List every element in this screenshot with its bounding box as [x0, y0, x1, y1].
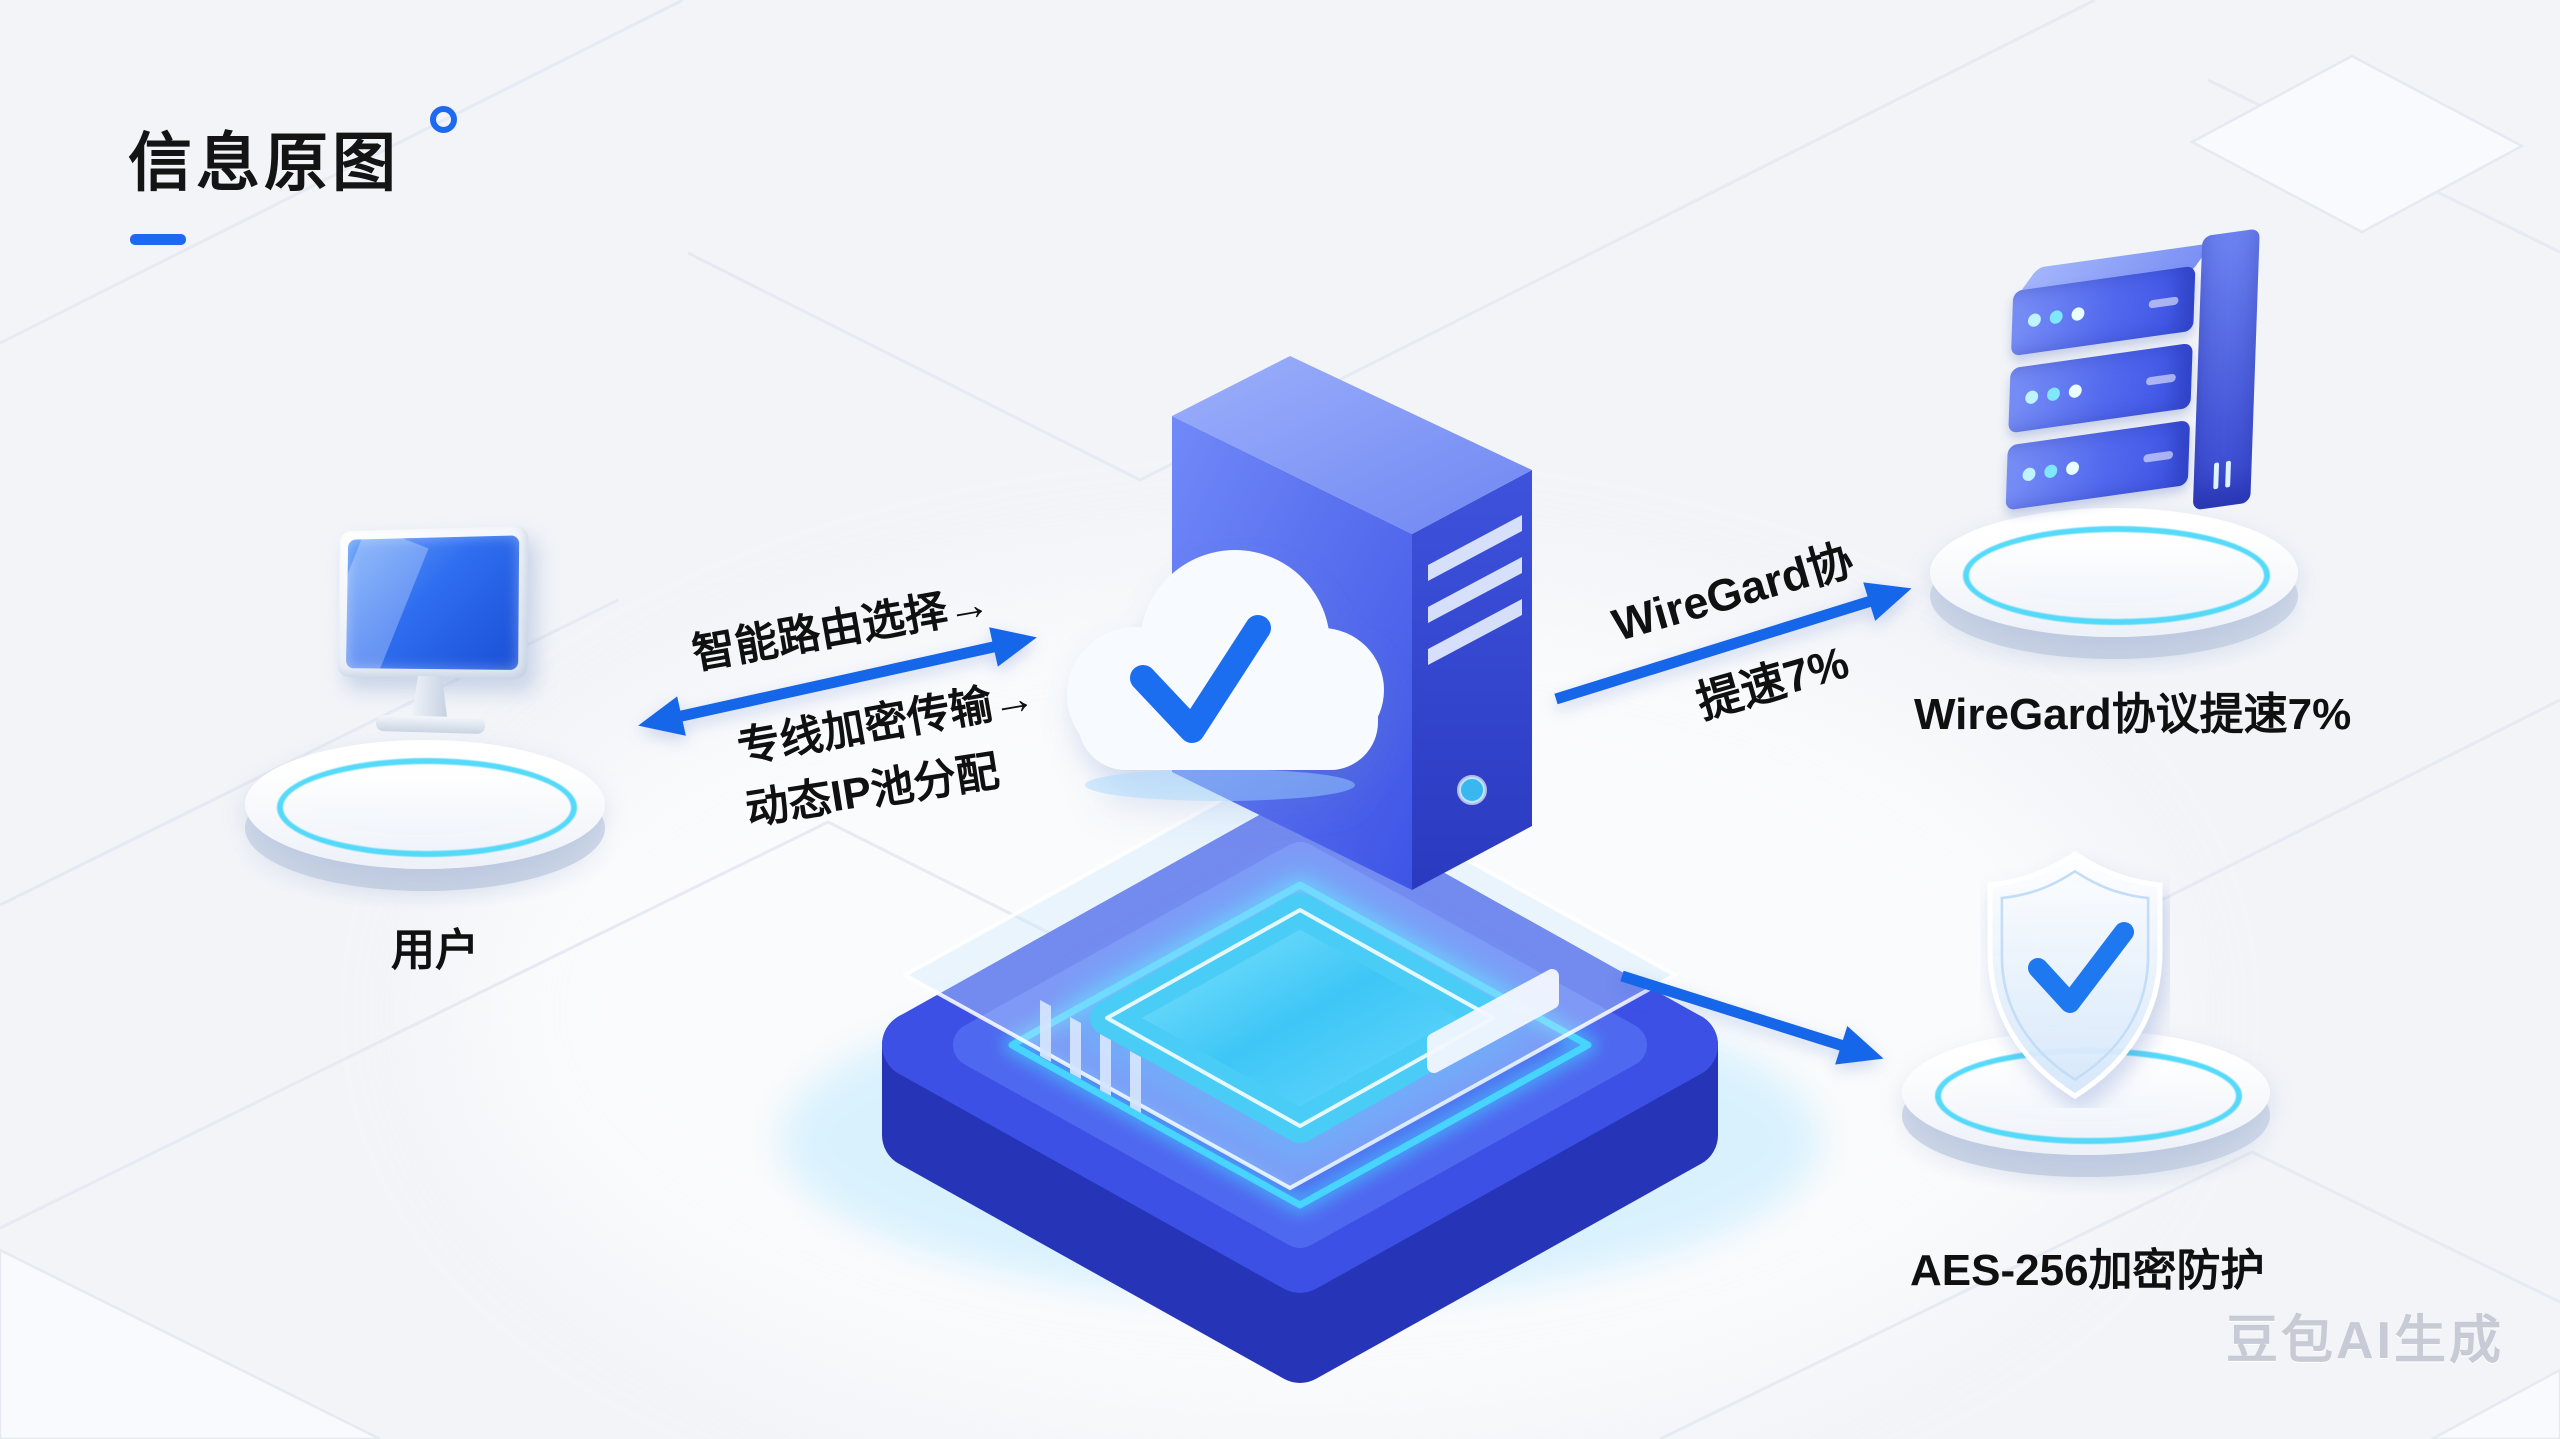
pedestal-glow-ring — [1963, 526, 2270, 625]
relay-pedestal — [1900, 508, 2328, 685]
watermark: 豆包AI生成 — [2225, 1312, 2504, 1370]
power-led-icon — [1457, 775, 1487, 805]
check-icon — [2028, 922, 2134, 1013]
tower-vents — [1428, 515, 1522, 665]
pedestal-top — [306, 770, 537, 836]
security-node: AES-256加密防护 — [1872, 840, 2320, 1310]
user-label: 用户 — [391, 926, 479, 975]
title-underline — [130, 234, 186, 245]
title-block: 信息原图 — [128, 106, 457, 245]
arrow-user-gateway — [638, 627, 1037, 736]
platform-notch — [1427, 969, 1559, 1073]
arrow-gateway-relay — [1554, 582, 1912, 705]
pedestal-glow-ring — [277, 758, 578, 857]
page-title: 信息原图 — [128, 127, 400, 199]
cloud-icon — [1067, 550, 1384, 801]
platform-vents — [1040, 1000, 1141, 1113]
pedestal-top — [1992, 538, 2229, 604]
security-label: AES-256加密防护 — [1910, 1246, 2265, 1295]
relay-label: WireGard协议提速7% — [1914, 690, 2352, 739]
title-dot — [430, 106, 457, 133]
check-icon — [1130, 615, 1271, 743]
relay-node: WireGard协议提速7% — [1900, 228, 2380, 760]
shield-inner-outline — [2000, 869, 2150, 1082]
platform-base — [882, 797, 1718, 1383]
user-node: 用户 — [216, 526, 634, 978]
shield-body — [1987, 850, 2163, 1099]
arrow-gateway-security — [1620, 970, 1884, 1065]
shield-check-icon — [1987, 850, 2163, 1099]
user-pedestal — [216, 740, 634, 917]
